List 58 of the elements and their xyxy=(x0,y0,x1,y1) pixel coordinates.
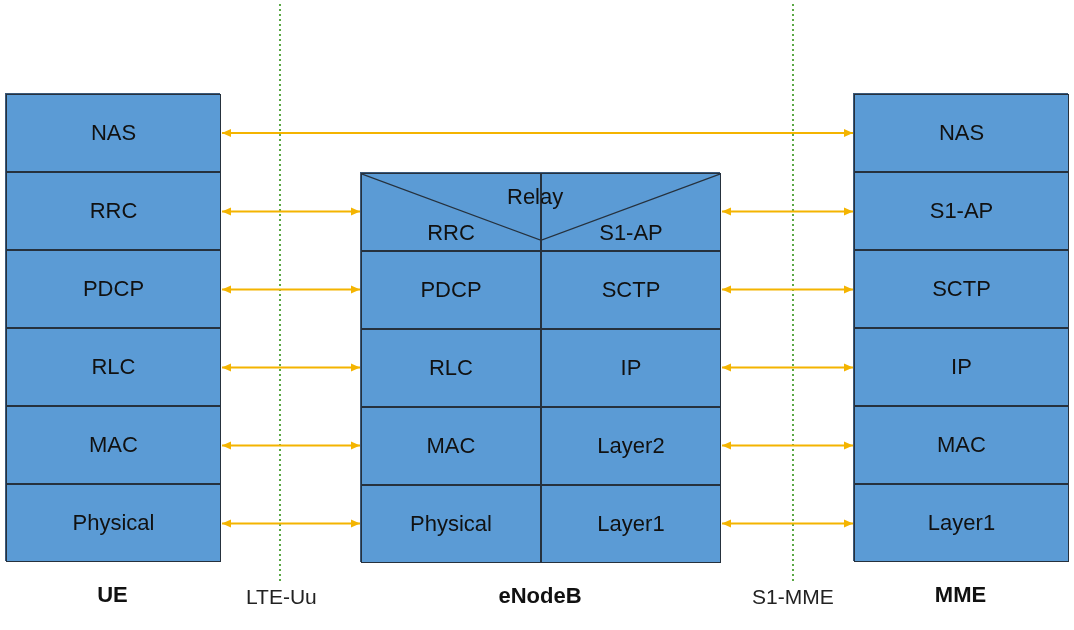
layer-label: MAC xyxy=(426,433,476,459)
layer-label: RRC xyxy=(89,198,138,224)
layer-label: SCTP xyxy=(932,276,991,302)
interface-label: LTE-Uu xyxy=(246,585,317,609)
double-arrow xyxy=(721,441,854,450)
double-arrow xyxy=(721,207,854,216)
layer-label: MAC xyxy=(89,432,138,458)
protocol-layer xyxy=(6,94,221,172)
layer-label: Layer1 xyxy=(927,510,996,536)
protocol-layer xyxy=(6,406,221,484)
double-arrow xyxy=(221,285,361,294)
protocol-layer xyxy=(361,485,541,563)
layer-label: S1-AP xyxy=(929,198,994,224)
stack-label: eNodeB xyxy=(497,583,583,609)
double-arrow xyxy=(221,363,361,372)
layer-label: Layer2 xyxy=(597,433,665,459)
layer-label: Layer1 xyxy=(597,511,665,537)
protocol-layer xyxy=(854,250,1069,328)
interface-label: S1-MME xyxy=(752,585,834,609)
protocol-layer xyxy=(854,328,1069,406)
layer-label: RRC xyxy=(427,220,475,246)
stack-label: MME xyxy=(933,582,988,608)
protocol-layer xyxy=(854,94,1069,172)
protocol-layer xyxy=(361,251,541,329)
protocol-layer xyxy=(6,484,221,562)
layer-label: NAS xyxy=(938,120,985,146)
protocol-layer xyxy=(854,406,1069,484)
layer-label: MAC xyxy=(937,432,986,458)
protocol-layer xyxy=(541,485,721,563)
protocol-layer xyxy=(361,407,541,485)
protocol-layer xyxy=(541,251,721,329)
layer-label: RLC xyxy=(429,355,473,381)
layer-label: IP xyxy=(620,355,642,381)
layer-label: RLC xyxy=(91,354,136,380)
layer-label: NAS xyxy=(90,120,137,146)
protocol-layer xyxy=(6,172,221,250)
protocol-layer xyxy=(854,172,1069,250)
protocol-layer xyxy=(854,484,1069,562)
protocol-layer xyxy=(6,250,221,328)
layer-label: PDCP xyxy=(82,276,145,302)
double-arrow xyxy=(221,441,361,450)
protocol-layer xyxy=(6,328,221,406)
double-arrow xyxy=(721,285,854,294)
layer-label: PDCP xyxy=(420,277,482,303)
double-arrow xyxy=(721,363,854,372)
layer-label: SCTP xyxy=(601,277,661,303)
protocol-layer xyxy=(541,329,721,407)
double-arrow xyxy=(721,519,854,528)
protocol-layer xyxy=(541,407,721,485)
stack-label: UE xyxy=(96,582,129,608)
layer-label: IP xyxy=(951,354,972,380)
layer-label: Physical xyxy=(72,510,155,536)
protocol-layer xyxy=(361,329,541,407)
double-arrow xyxy=(221,207,361,216)
double-arrow xyxy=(221,129,854,137)
layer-label: Physical xyxy=(410,511,492,537)
double-arrow xyxy=(221,519,361,528)
layer-label: S1-AP xyxy=(599,220,663,246)
